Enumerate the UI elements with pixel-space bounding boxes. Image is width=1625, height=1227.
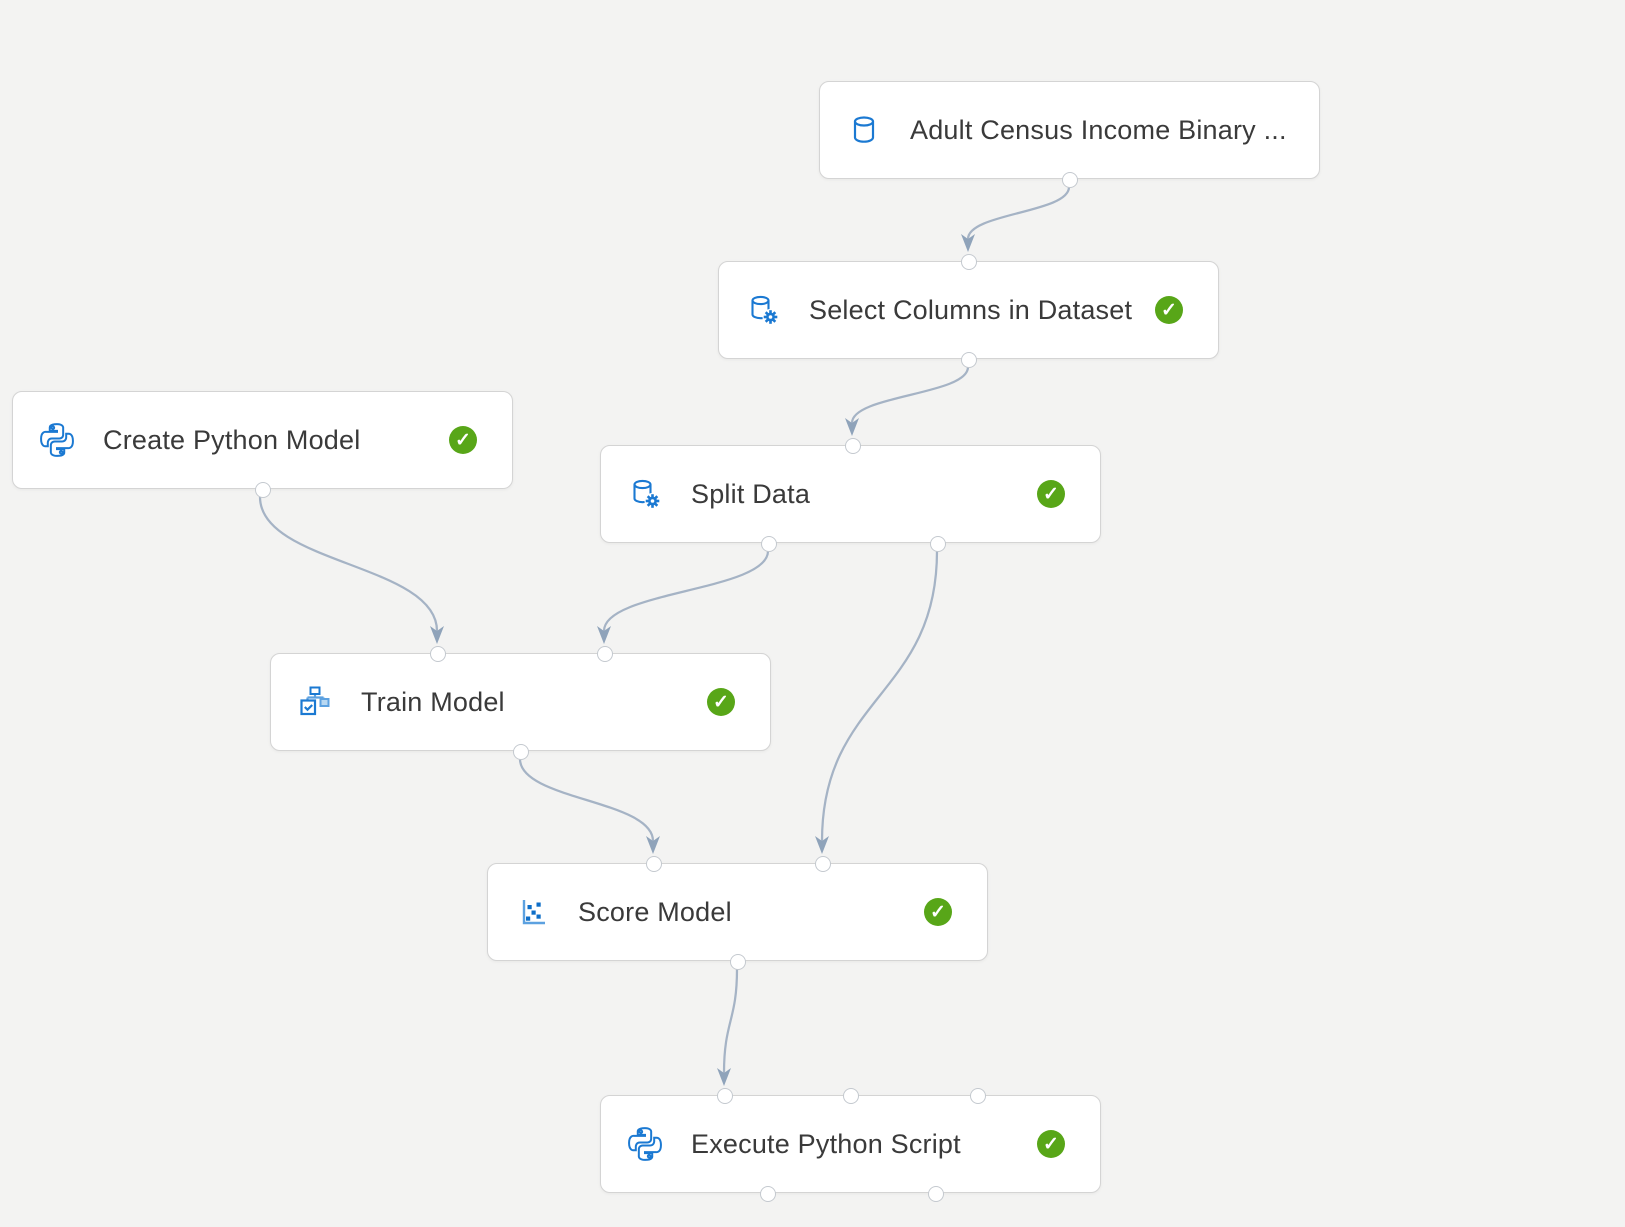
node-label: Create Python Model: [103, 424, 361, 455]
python-icon: [628, 1127, 662, 1161]
train-model-icon: [300, 686, 330, 716]
database-gear-icon: [751, 295, 779, 325]
connector-split-data-to-train-model[interactable]: [597, 549, 770, 644]
node-label: Train Model: [361, 686, 505, 717]
status-completed-icon: ✓: [1155, 296, 1183, 324]
node-label: Select Columns in Dataset: [809, 294, 1133, 325]
node-create-python-model[interactable]: Create Python Model ✓: [12, 391, 513, 498]
output-port-1[interactable]: [760, 1186, 776, 1202]
status-completed-icon: ✓: [924, 898, 952, 926]
node-label: Adult Census Income Binary ...: [910, 114, 1287, 145]
input-port-1[interactable]: [430, 646, 446, 662]
connector-score-model-to-execute-python-script[interactable]: [717, 967, 739, 1086]
connector-train-model-to-score-model[interactable]: [518, 757, 660, 854]
status-completed-icon: ✓: [707, 688, 735, 716]
python-icon: [40, 423, 74, 457]
input-port-2[interactable]: [597, 646, 613, 662]
connector-create-python-model-to-train-model[interactable]: [258, 495, 444, 644]
output-port-2[interactable]: [930, 536, 946, 552]
node-adult-census-income-dataset[interactable]: Adult Census Income Binary ...: [819, 81, 1320, 188]
input-port-1[interactable]: [646, 856, 662, 872]
node-train-model[interactable]: Train Model ✓: [270, 646, 771, 760]
database-gear-icon: [633, 479, 661, 509]
node-execute-python-script[interactable]: Execute Python Script ✓: [600, 1088, 1101, 1202]
output-port-1[interactable]: [255, 482, 271, 498]
input-port-1[interactable]: [961, 254, 977, 270]
node-label: Execute Python Script: [691, 1128, 961, 1159]
status-completed-icon: ✓: [1037, 480, 1065, 508]
node-score-model[interactable]: Score Model ✓: [487, 856, 988, 970]
input-port-2[interactable]: [815, 856, 831, 872]
node-select-columns-in-dataset[interactable]: Select Columns in Dataset ✓: [718, 254, 1219, 368]
connector-split-data-to-score-model[interactable]: [815, 549, 939, 854]
database-icon: [853, 116, 875, 143]
input-port-1[interactable]: [845, 438, 861, 454]
output-port-1[interactable]: [761, 536, 777, 552]
output-port-1[interactable]: [961, 352, 977, 368]
output-port-1[interactable]: [1062, 172, 1078, 188]
input-port-2[interactable]: [843, 1088, 859, 1104]
output-port-2[interactable]: [928, 1186, 944, 1202]
input-port-3[interactable]: [970, 1088, 986, 1104]
output-port-1[interactable]: [730, 954, 746, 970]
connector-select-columns-to-split-data[interactable]: [845, 365, 970, 436]
output-port-1[interactable]: [513, 744, 529, 760]
connector-dataset-to-select-columns[interactable]: [961, 185, 1071, 252]
status-completed-icon: ✓: [449, 426, 477, 454]
status-completed-icon: ✓: [1037, 1130, 1065, 1158]
input-port-1[interactable]: [717, 1088, 733, 1104]
node-label: Split Data: [691, 478, 811, 509]
node-split-data[interactable]: Split Data ✓: [600, 438, 1101, 552]
node-label: Score Model: [578, 896, 732, 927]
scatter-plot-icon: [522, 900, 545, 925]
